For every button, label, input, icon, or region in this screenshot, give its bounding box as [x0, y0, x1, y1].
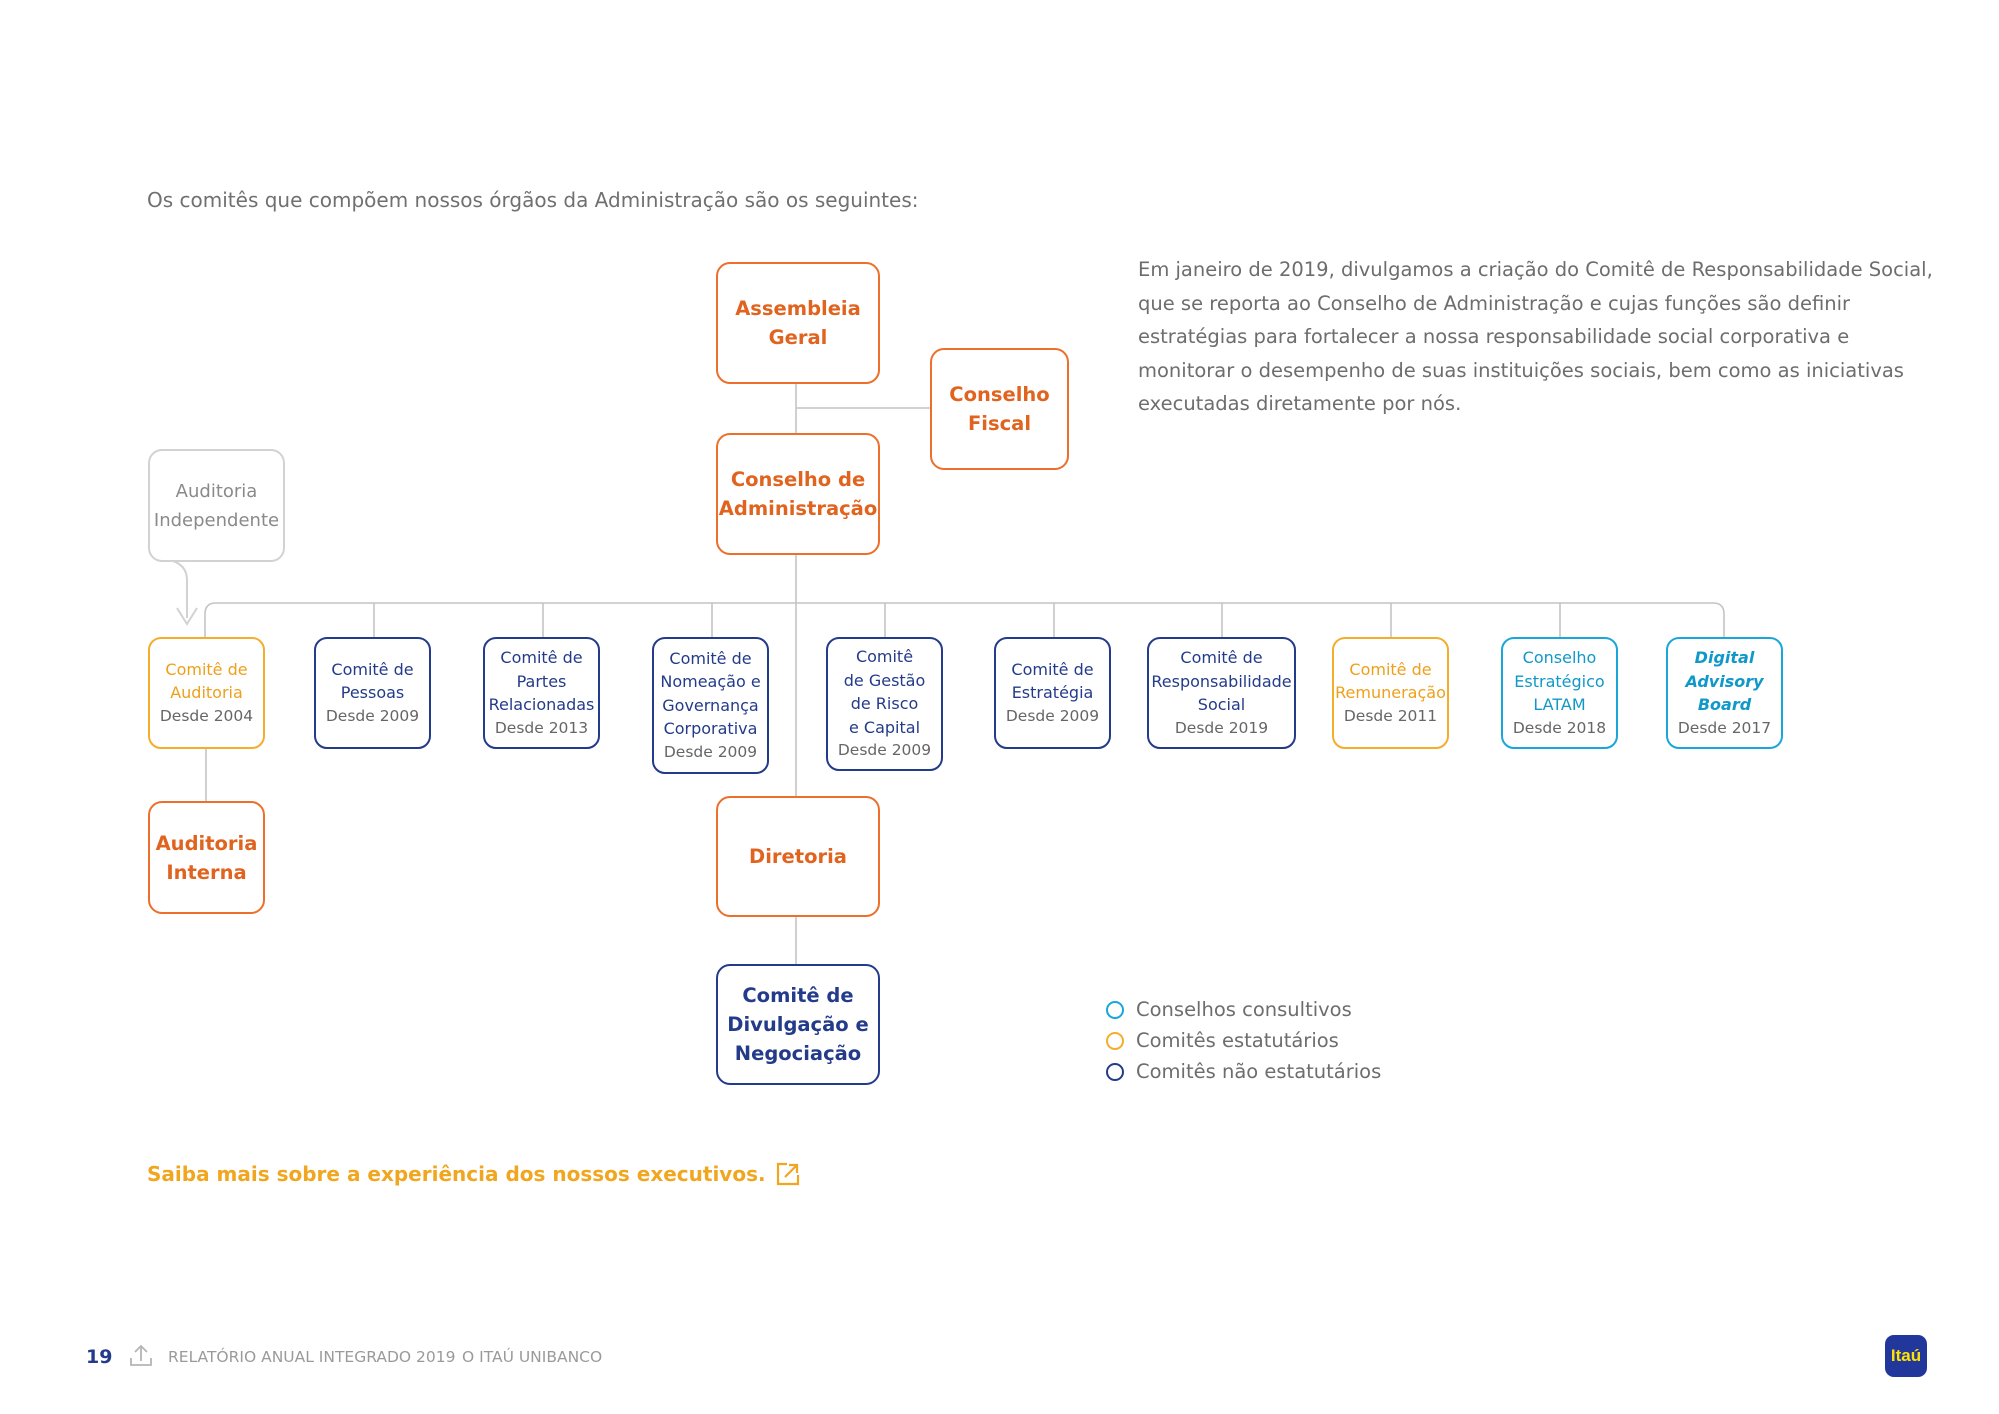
footer-section-title[interactable]: O ITAÚ UNIBANCO	[462, 1348, 603, 1366]
intro-text: Os comitês que compõem nossos órgãos da …	[147, 188, 919, 212]
itau-logo: Itaú	[1885, 1335, 1927, 1377]
legend-ring-icon	[1106, 1000, 1124, 1019]
executives-link[interactable]: Saiba mais sobre a experiência dos nosso…	[147, 1160, 802, 1188]
side-note: Em janeiro de 2019, divulgamos a criação…	[1138, 258, 1933, 415]
external-link-icon	[776, 1162, 799, 1186]
callout-pointer	[172, 560, 198, 626]
back-to-top-icon[interactable]	[128, 1342, 154, 1368]
connector-committee-bus	[204, 602, 1725, 637]
legend-comites-nao-estatutarios: Comitês não estatutários	[1106, 1060, 1381, 1083]
page-number: 19	[86, 1346, 113, 1368]
footer-report-title[interactable]: RELATÓRIO ANUAL INTEGRADO 2019	[168, 1348, 456, 1366]
legend-ring-icon	[1106, 1031, 1124, 1050]
legend-ring-icon	[1106, 1062, 1124, 1081]
diretoria: Diretoria	[716, 796, 880, 917]
legend-conselhos-consultivos: Conselhos consultivos	[1106, 998, 1352, 1021]
legend-comites-estatutarios: Comitês estatutários	[1106, 1029, 1339, 1052]
